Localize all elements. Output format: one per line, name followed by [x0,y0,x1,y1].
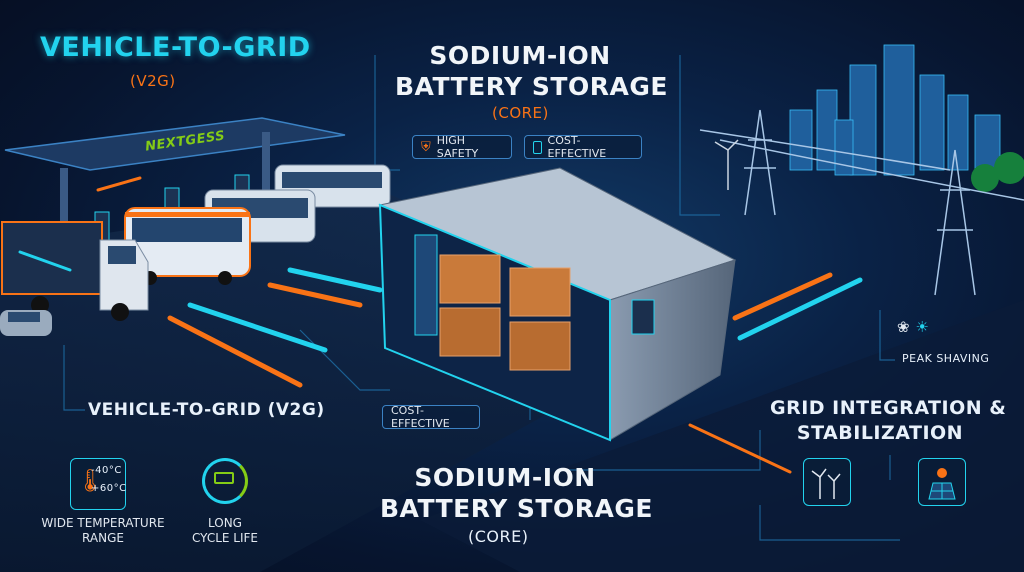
peak-shaving-label: PEAK SHAVING [902,352,990,365]
grid-arrows [688,272,863,474]
core-title: SODIUM-ION BATTERY STORAGE [395,40,668,102]
battery-modules [414,234,571,371]
power-pylons [699,109,1024,296]
grid-integration-line1: GRID INTEGRATION & [770,397,1007,419]
cycle-battery-icon [202,458,248,504]
car [0,310,52,336]
wind-turbines-icon [811,468,841,499]
core-title-bottom: SODIUM-ION BATTERY STORAGE [380,462,653,524]
battery-icon [533,140,542,154]
wind-turbine-small [714,139,739,190]
v2g-arrows [18,176,383,388]
wind-turbine-box-icon [803,458,851,506]
temperature-label-line2: RANGE [82,531,124,545]
grid-integration-title: GRID INTEGRATION & STABILIZATION [770,396,1007,446]
cost-effective-badge-mid: COST-EFFECTIVE [382,404,480,430]
cycle-life-line1: LONG [208,516,242,530]
v2g-title: VEHICLE-TO-GRID [40,32,311,63]
high-safety-badge: ⛨ HIGH SAFETY [412,134,512,160]
core-title-line1: SODIUM-ION [429,41,611,70]
thermometer-icon: 🌡 [76,469,104,494]
core-subtitle-bottom: (CORE) [468,527,529,546]
core-subtitle: (CORE) [492,104,549,122]
shield-icon: ⛨ [421,139,431,155]
temperature-box: 🌡 -40°C +60°C [70,458,126,510]
core-title-bottom-line1: SODIUM-ION [414,463,596,492]
v2g-label: VEHICLE-TO-GRID (V2G) [88,400,325,420]
high-safety-label: HIGH SAFETY [436,134,479,160]
solar-panel-sun-icon [928,468,956,500]
truck [1,221,149,321]
cost-effective-label-top: COST-EFFECTIVE [547,134,607,160]
core-title-bottom-line2: BATTERY STORAGE [380,494,653,523]
cost-effective-badge-top: COST-EFFECTIVE [524,134,642,160]
cycle-life-label: LONG CYCLE LIFE [170,516,280,546]
peak-icons: ❀ ☀ [897,318,929,336]
wind-turbine-icon: ❀ [897,318,911,336]
city-skyline [789,44,1001,176]
bus-front [124,207,251,285]
solar-panel-icon: ☀ [915,318,930,336]
temperature-label-line1: WIDE TEMPERATURE [41,516,165,530]
solar-box-icon [918,458,966,506]
v2g-subtitle: (V2G) [130,72,176,90]
temperature-label: WIDE TEMPERATURE RANGE [38,516,168,546]
trees [971,152,1024,192]
battery-container [378,167,737,442]
temp-low: +60°C [91,483,127,494]
core-title-line2: BATTERY STORAGE [395,72,668,101]
cycle-life-line2: CYCLE LIFE [191,531,258,545]
grid-integration-line2: STABILIZATION [796,422,964,444]
cost-effective-label-mid: COST-EFFECTIVE [391,404,450,430]
temp-high: -40°C [91,465,122,476]
